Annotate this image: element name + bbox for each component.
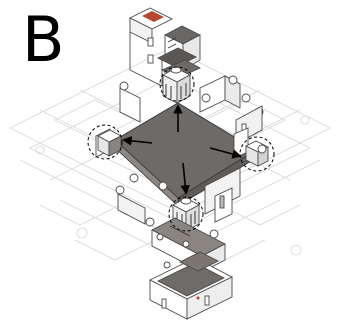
arrow-west bbox=[122, 136, 153, 146]
highlight-circle-north bbox=[159, 66, 195, 102]
highlight-circle-east bbox=[239, 136, 275, 172]
south-wing-lower bbox=[148, 251, 234, 320]
arrow-east bbox=[209, 147, 242, 159]
panel-letter: B bbox=[22, 3, 65, 76]
highlight-circle-south bbox=[168, 196, 204, 232]
arrow-south bbox=[180, 162, 191, 195]
north-connector bbox=[162, 66, 191, 104]
east-connector bbox=[244, 140, 270, 167]
direction-arrows bbox=[122, 104, 242, 195]
west-connector bbox=[97, 129, 122, 157]
highlight-circle-west bbox=[87, 124, 123, 160]
